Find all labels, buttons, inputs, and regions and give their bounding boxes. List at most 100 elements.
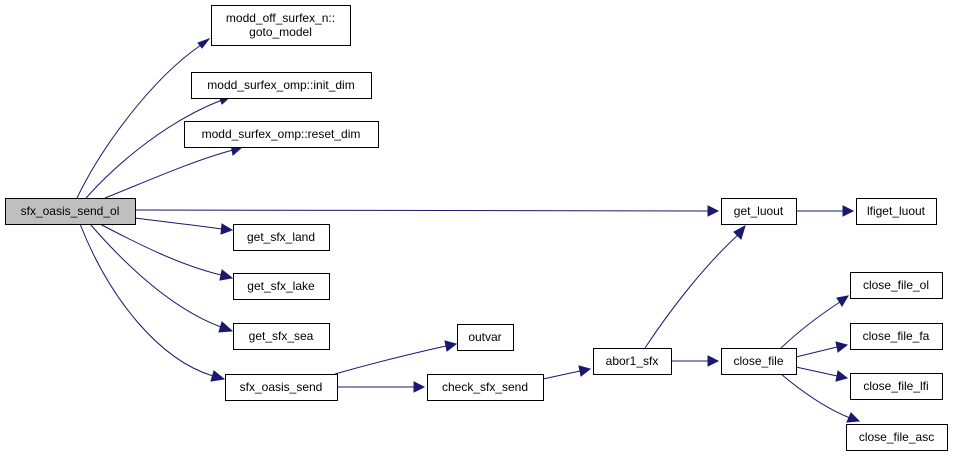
arrowhead-icon [835, 341, 849, 353]
edge-check_sfx_send-to-abor1_sfx [542, 365, 592, 380]
arrowhead-icon [210, 370, 226, 382]
edge-sfx_oasis_send_ol-to-get_sfx_sea [89, 223, 234, 333]
arrowhead-icon [218, 321, 234, 333]
node-label: close_file [733, 354, 783, 368]
edge-abor1_sfx-to-get_luout [644, 224, 746, 349]
node-close-file[interactable]: close_file [721, 348, 797, 375]
node-layer: sfx_oasis_send_ol modd_off_surfex_n::goto… [5, 5, 948, 451]
node-label: abor1_sfx [606, 354, 659, 368]
edge-sfx_oasis_send-to-outvar [334, 340, 458, 375]
node-sfx-oasis-send[interactable]: sfx_oasis_send [225, 374, 338, 401]
node-get-luout[interactable]: get_luout [721, 198, 797, 225]
edge-line [89, 223, 222, 328]
node-label: modd_surfex_omp::init_dim [207, 78, 354, 92]
node-box[interactable] [191, 72, 372, 99]
edge-line [334, 345, 447, 375]
node-box[interactable] [233, 224, 330, 251]
node-get-sfx-lake[interactable]: get_sfx_lake [233, 273, 330, 300]
node-label: sfx_oasis_send_ol [21, 204, 120, 218]
edge-layer [76, 37, 861, 423]
arrowhead-icon [836, 295, 849, 307]
node-box[interactable] [850, 373, 943, 400]
edge-line [76, 44, 202, 199]
edge-line [644, 234, 739, 349]
node-sfx-oasis-send-ol[interactable]: sfx_oasis_send_ol [5, 198, 136, 225]
node-box[interactable] [457, 324, 514, 351]
node-box[interactable] [721, 198, 797, 225]
node-label: get_sfx_sea [249, 329, 314, 343]
arrowhead-icon [413, 381, 426, 393]
node-label: get_sfx_lake [247, 279, 315, 293]
node-label: get_luout [734, 204, 784, 218]
node-box[interactable] [225, 374, 338, 401]
node-label: get_sfx_land [247, 230, 315, 244]
node-modd-surfex-omp-init-dim[interactable]: modd_surfex_omp::init_dim [191, 72, 372, 99]
node-label: close_file_lfi [863, 379, 928, 393]
edge-close_file-to-close_file_asc [780, 373, 861, 423]
edge-close_file-to-close_file_ol [780, 295, 849, 349]
edge-line [542, 370, 581, 380]
arrowhead-icon [835, 370, 849, 382]
edge-sfx_oasis_send_ol-to-get_sfx_land [134, 217, 234, 235]
arrowhead-icon [733, 224, 746, 240]
node-box[interactable] [184, 121, 379, 148]
node-abor1-sfx[interactable]: abor1_sfx [593, 348, 672, 375]
node-label: goto_model [249, 25, 312, 39]
edge-sfx_oasis_send_ol-to-get_luout [134, 205, 720, 217]
node-box[interactable] [427, 374, 544, 401]
edge-sfx_oasis_send_ol-to-get_sfx_lake [99, 223, 234, 281]
node-label: close_file_ol [863, 278, 929, 292]
edge-line [79, 223, 214, 377]
node-outvar[interactable]: outvar [457, 324, 514, 351]
arrowhead-icon [846, 412, 861, 423]
node-close-file-ol[interactable]: close_file_ol [850, 272, 943, 299]
edge-sfx_oasis_send_ol-to-sfx_oasis_send [79, 223, 226, 382]
edge-abor1_sfx-to-close_file [671, 355, 720, 367]
node-label: check_sfx_send [442, 380, 528, 394]
node-box[interactable] [721, 348, 797, 375]
edge-line [780, 301, 841, 349]
node-label: close_file_fa [863, 329, 930, 343]
edge-line [104, 149, 234, 199]
node-close-file-fa[interactable]: close_file_fa [850, 323, 943, 350]
arrowhead-icon [842, 205, 855, 217]
edge-line [780, 373, 851, 419]
arrowhead-icon [219, 269, 234, 281]
node-box[interactable] [593, 348, 672, 375]
node-get-sfx-land[interactable]: get_sfx_land [233, 224, 330, 251]
node-label: modd_off_surfex_n:: [226, 11, 335, 25]
node-label: close_file_asc [859, 430, 934, 444]
node-check-sfx-send[interactable]: check_sfx_send [427, 374, 544, 401]
node-box[interactable] [5, 198, 136, 225]
arrowhead-icon [220, 223, 234, 235]
edge-sfx_oasis_send_ol-to-modd_surfex_omp_reset_dim [104, 144, 244, 199]
node-box[interactable] [856, 198, 937, 225]
node-close-file-lfi[interactable]: close_file_lfi [850, 373, 943, 400]
node-modd-off-surfex-n-goto-model[interactable]: modd_off_surfex_n::goto_model [211, 5, 351, 46]
node-box[interactable] [211, 5, 351, 46]
arrowhead-icon [707, 205, 720, 217]
edge-sfx_oasis_send_ol-to-modd_off_surfex_n_goto_model [76, 37, 211, 199]
edge-line [795, 346, 838, 358]
edge-line [85, 99, 223, 199]
node-box[interactable] [846, 424, 948, 451]
node-box[interactable] [233, 323, 330, 350]
edge-get_luout-to-lfiget_luout [796, 205, 855, 217]
node-box[interactable] [233, 273, 330, 300]
edge-line [99, 223, 222, 276]
node-get-sfx-sea[interactable]: get_sfx_sea [233, 323, 330, 350]
arrowhead-icon [197, 37, 211, 49]
node-box[interactable] [850, 323, 943, 350]
node-modd-surfex-omp-reset-dim[interactable]: modd_surfex_omp::reset_dim [184, 121, 379, 148]
node-lfiget-luout[interactable]: lfiget_luout [856, 198, 937, 225]
edge-close_file-to-close_file_fa [795, 341, 849, 358]
edge-sfx_oasis_send-to-check_sfx_send [337, 381, 426, 393]
edge-line [134, 217, 223, 230]
edge-line [134, 209, 709, 212]
node-box[interactable] [850, 272, 943, 299]
node-label: modd_surfex_omp::reset_dim [202, 127, 361, 141]
node-close-file-asc[interactable]: close_file_asc [846, 424, 948, 451]
arrowhead-icon [707, 355, 720, 367]
edge-line [795, 366, 838, 377]
